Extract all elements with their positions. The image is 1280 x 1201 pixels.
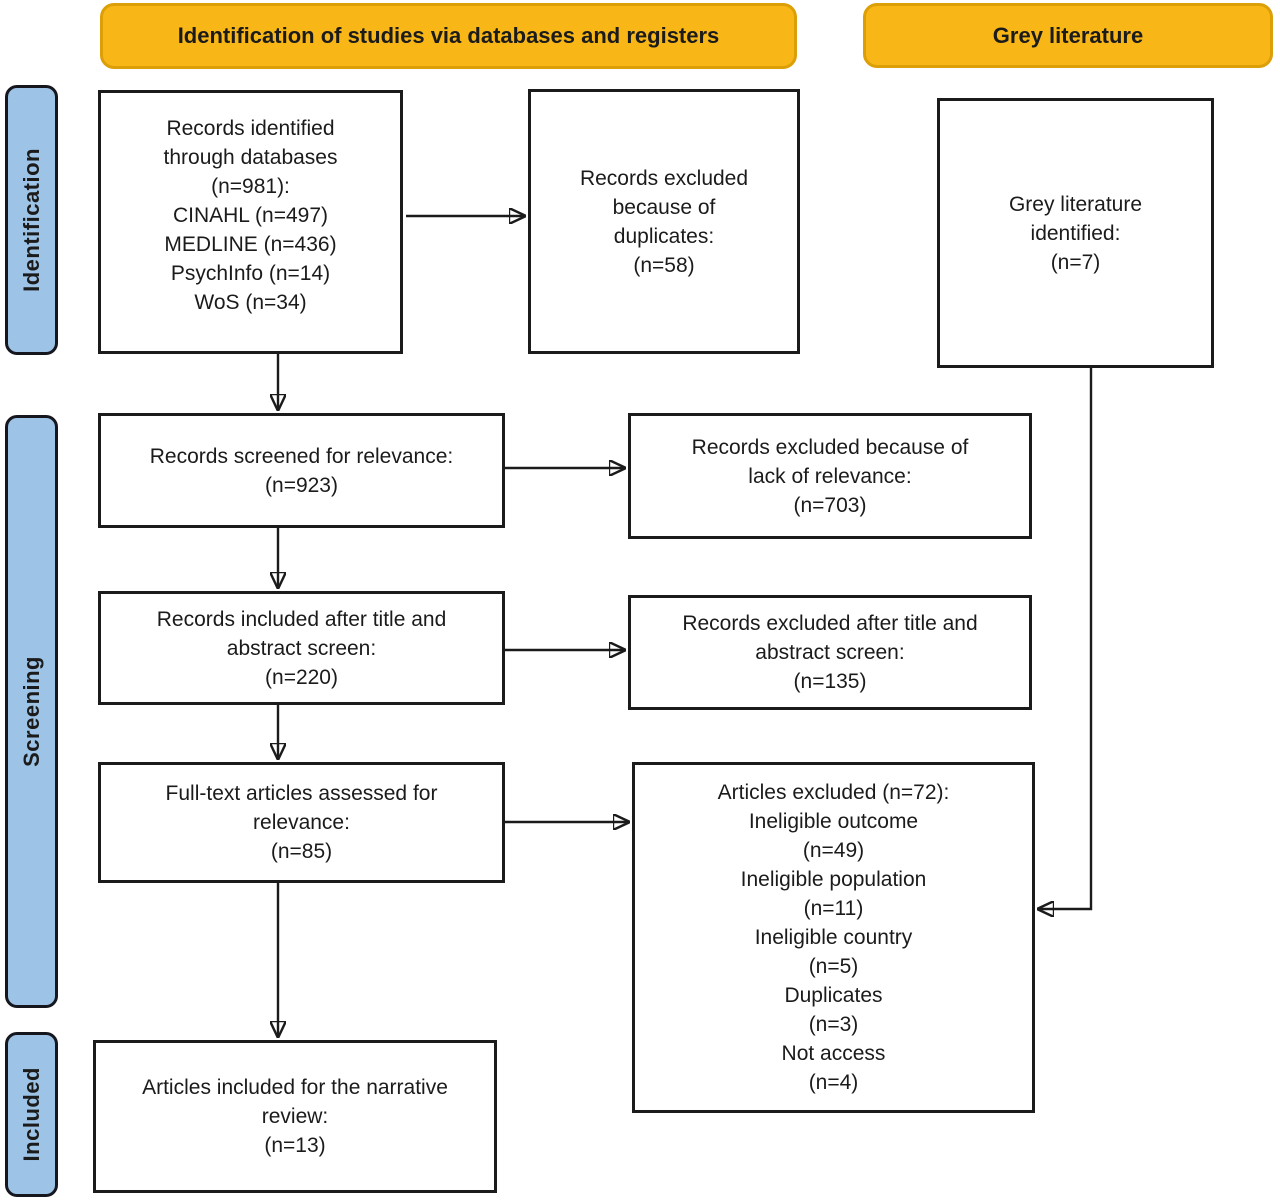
header-grey-literature-label: Grey literature [992,22,1144,48]
header-databases-registers: Identification of studies via databases … [100,3,797,69]
header-databases-registers-label: Identification of studies via databases … [177,23,720,48]
box-excluded-lack-relevance: Records excluded because of lack of rele… [628,413,1032,539]
header-grey-literature: Grey literature [863,3,1273,68]
box-articles-excluded: Articles excluded (n=72): Ineligible out… [632,762,1035,1113]
box-included-title-abstract: Records included after title and abstrac… [98,591,505,705]
arrow-grey-literature-to-articles-excluded [1038,368,1093,909]
box-grey-literature-identified: Grey literature identified: (n=7) [937,98,1214,368]
stage-label-screening-text: Screening [18,656,44,767]
box-records-screened: Records screened for relevance: (n=923) [98,413,505,528]
box-duplicates-excluded: Records excluded because of duplicates: … [528,89,800,354]
box-records-identified: Records identified through databases (n=… [98,90,403,354]
stage-label-screening: Screening [5,415,58,1008]
box-fulltext-assessed: Full-text articles assessed for relevanc… [98,762,505,883]
stage-label-included-text: Included [18,1067,44,1162]
stage-label-identification: Identification [5,85,58,355]
box-excluded-title-abstract: Records excluded after title and abstrac… [628,595,1032,710]
stage-label-identification-text: Identification [18,148,44,292]
box-included-narrative-review: Articles included for the narrative revi… [93,1040,497,1193]
stage-label-included: Included [5,1032,58,1197]
